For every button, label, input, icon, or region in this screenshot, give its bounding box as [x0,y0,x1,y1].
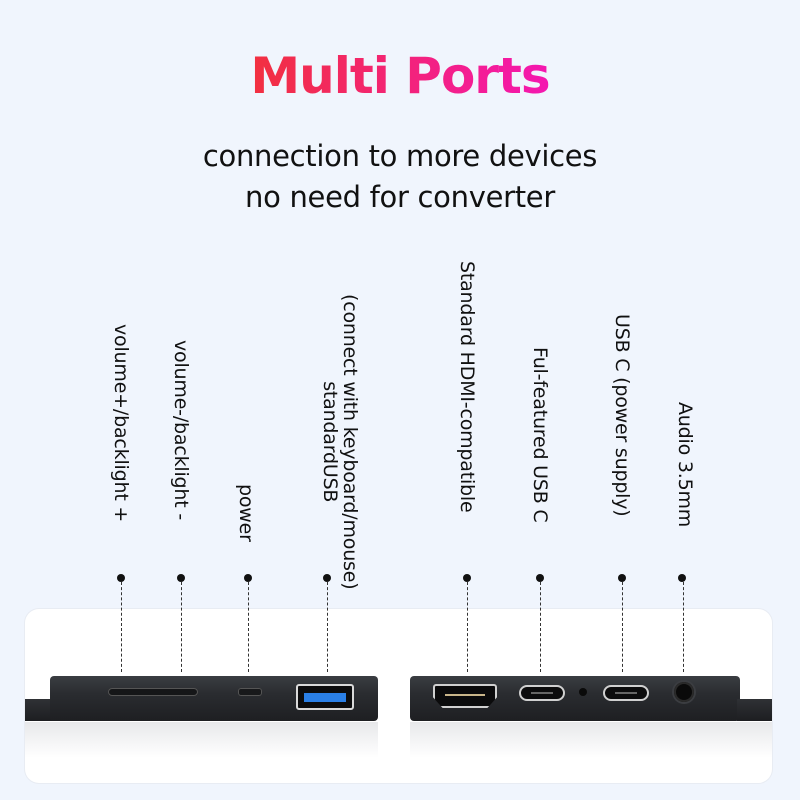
callout-dot [117,574,125,582]
callout-dot [536,574,544,582]
volume-rocker [108,688,198,696]
device-edge-right [737,699,772,721]
callout-label-power: power [235,484,257,542]
usb-c-pins [531,692,553,694]
callout-label-usb-c-power: USB C (power supply) [611,314,633,517]
callout-dot [177,574,185,582]
callout-label-standard-usb: (connect with keyboard/mouse) standardUS… [319,294,361,590]
pinhole-icon [579,688,587,696]
callout-leader-line [467,582,468,672]
callout-label-full-usb-c: Ful-featured USB C [529,347,551,523]
usb-c-port-icon [519,685,565,701]
hdmi-pins [445,694,485,696]
power-button [238,688,262,696]
usb-c-pins [615,692,637,694]
usb-a-tongue [304,693,346,702]
audio-jack-icon [674,682,694,702]
title-text: Multi Ports [250,47,550,105]
callout-leader-line [248,582,249,672]
callout-dot [618,574,626,582]
callout-dot [463,574,471,582]
usb-a-port-icon [296,684,354,710]
callout-leader-line [540,582,541,672]
callout-label-audio: Audio 3.5mm [674,402,696,528]
callout-leader-line [181,582,182,672]
device-reflection-right [410,722,772,758]
callout-leader-line [622,582,623,672]
callout-label-volume-up: volume+/backlight + [110,324,132,523]
hdmi-port-icon [433,684,497,708]
callout-label-hdmi: Standard HDMI-compatible [456,261,478,513]
callout-usb-line-1: (connect with keyboard/mouse) [339,294,361,590]
callout-leader-line [683,582,684,672]
device-reflection-left [25,722,378,758]
device-edge-left [25,699,55,721]
callout-usb-line-2: standardUSB [319,381,341,503]
page-title: Multi Ports [0,46,800,106]
callout-dot [244,574,252,582]
subtitle-line-1: connection to more devices [202,139,598,173]
callout-dot [678,574,686,582]
callout-leader-line [121,582,122,672]
callout-leader-line [327,582,328,672]
subtitle-line-2: no need for converter [245,180,555,214]
callout-dot [323,574,331,582]
callout-label-volume-down: volume-/backlight - [170,340,192,521]
usb-c-power-port-icon [603,685,649,701]
